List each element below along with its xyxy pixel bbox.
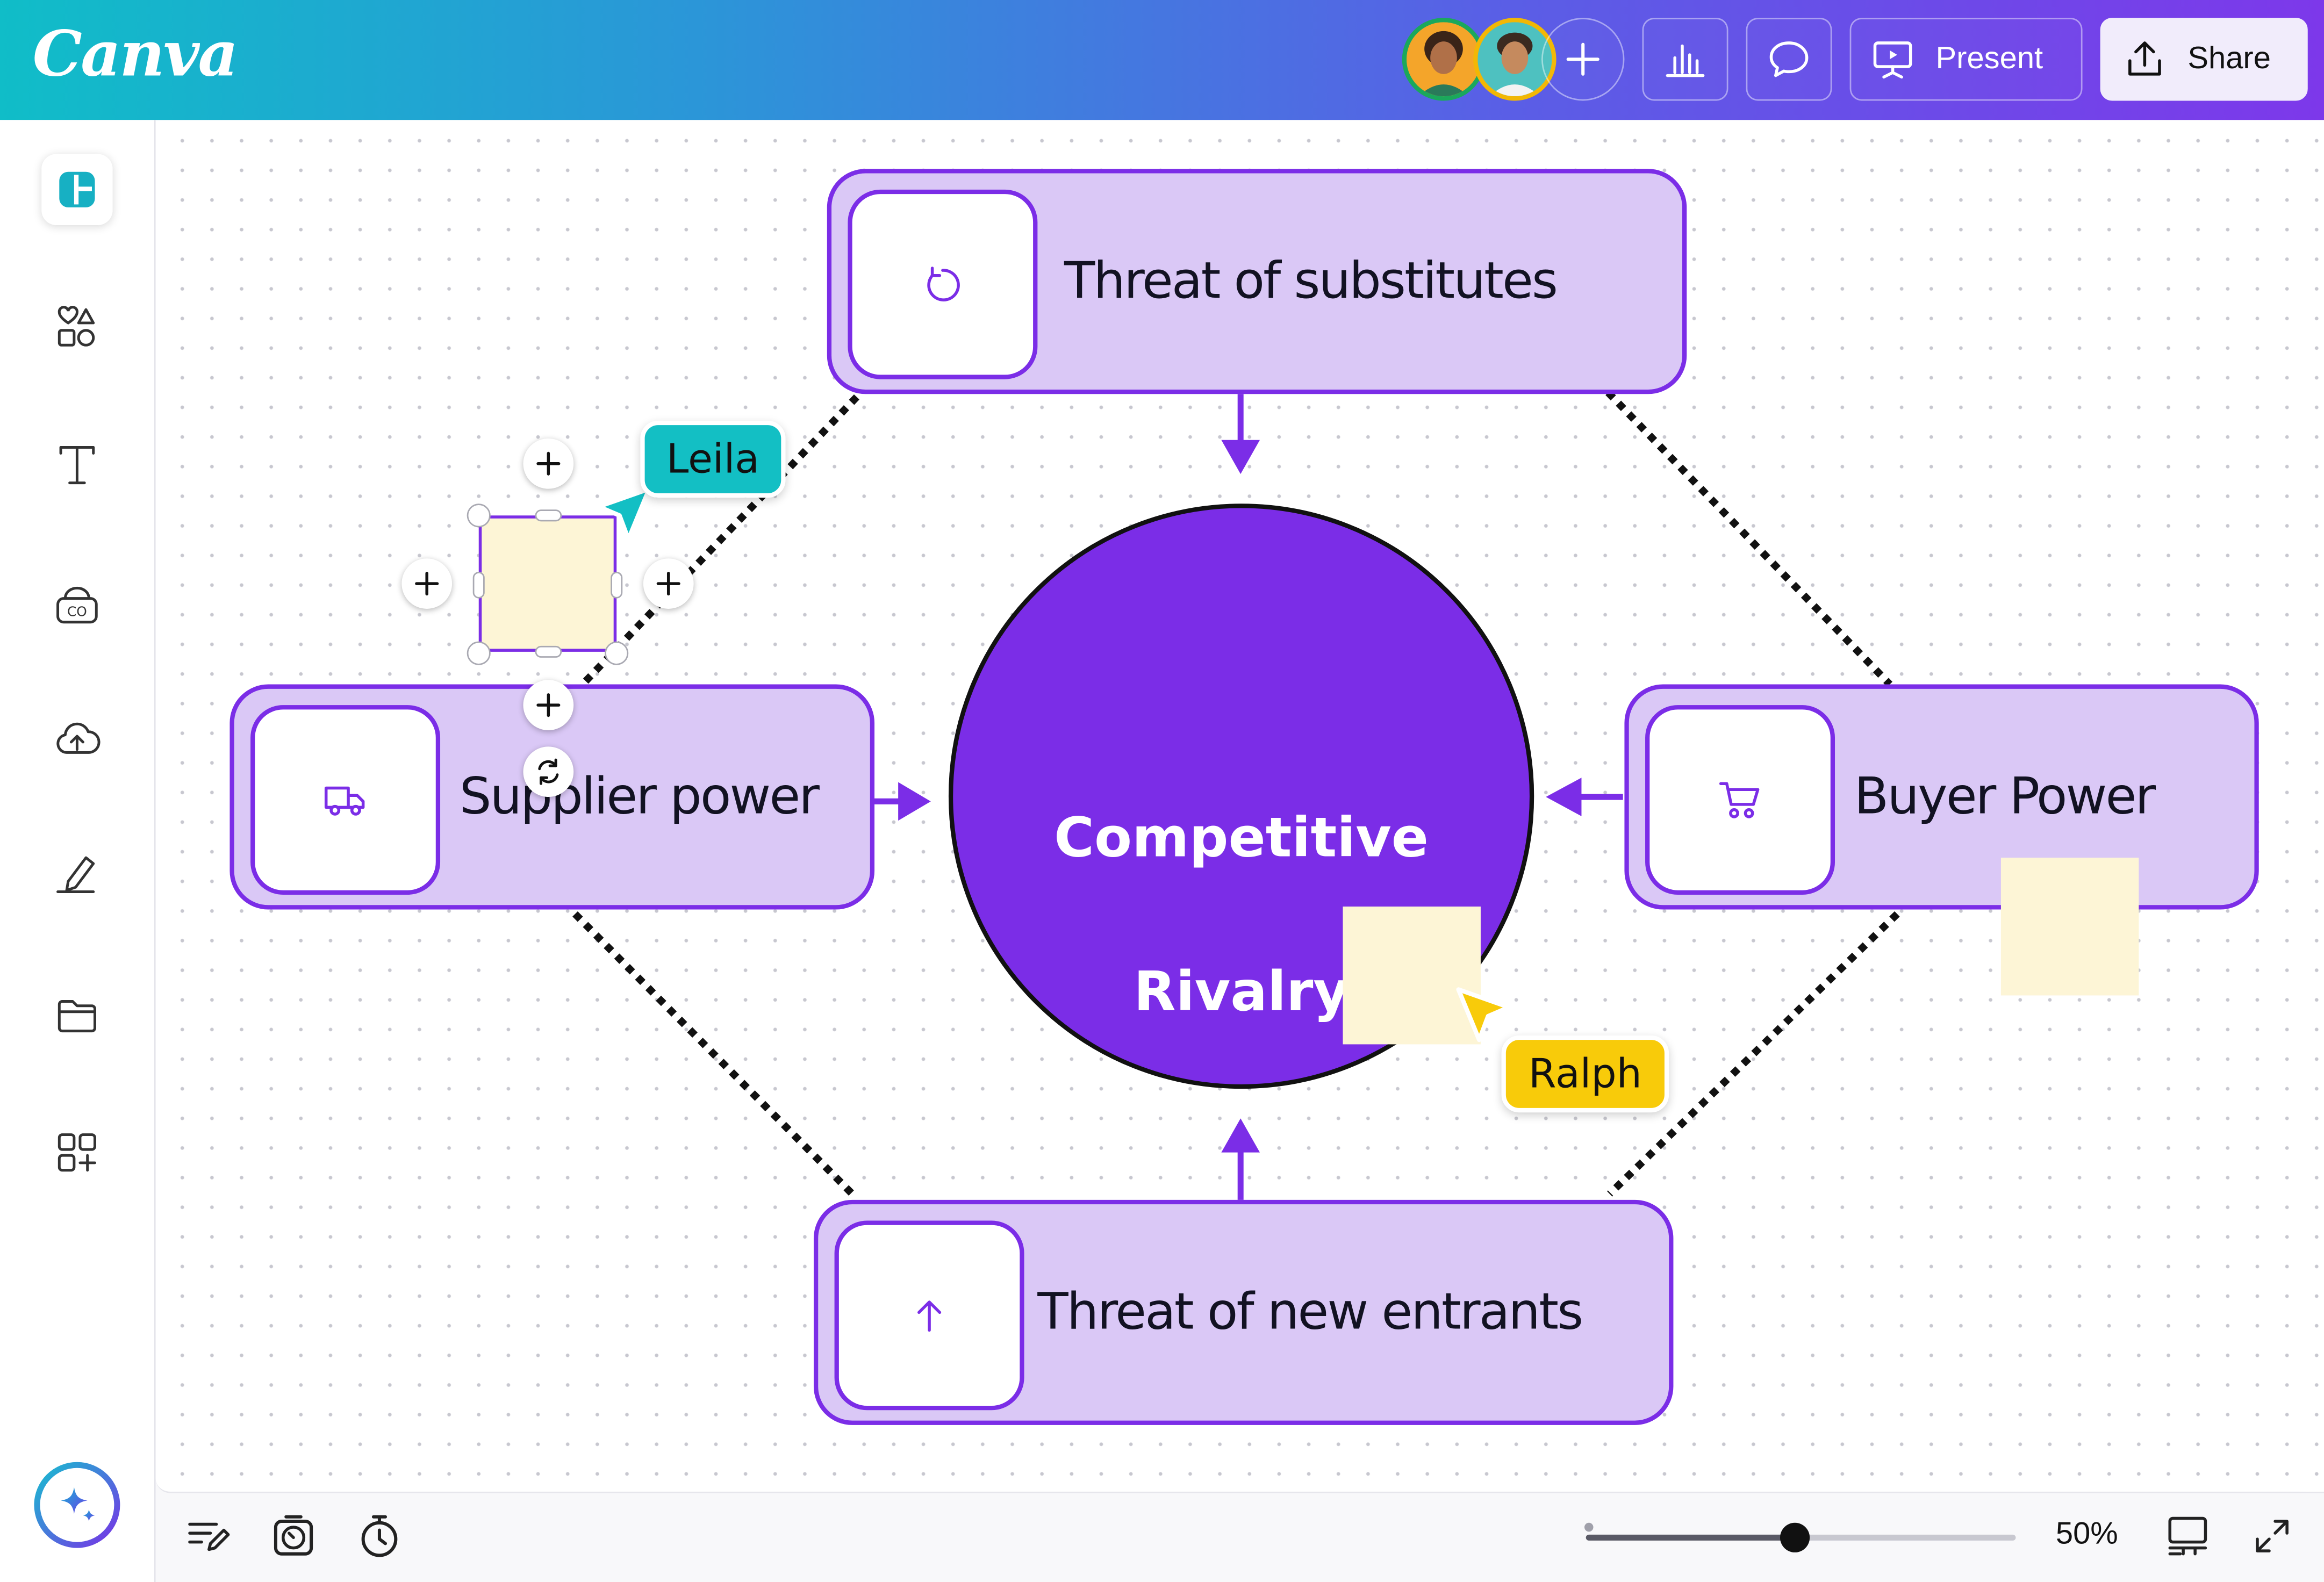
rotate-handle[interactable] [523,746,574,797]
cursor-pointer-icon [1456,987,1511,1042]
canva-logo[interactable]: Canva [32,18,239,91]
speech-bubble-icon [1769,41,1809,77]
fullscreen-expand-icon [2256,1520,2289,1552]
zoom-slider[interactable] [1584,1522,2016,1552]
stopwatch-button[interactable] [353,1508,406,1564]
rotate-icon [538,758,559,785]
sidebar-item-brand[interactable]: CO [45,572,110,637]
left-sidebar: CO [0,120,156,1582]
force-icon-tile [848,189,1038,379]
add-element-left-button[interactable] [401,558,453,609]
svg-text:CO: CO [67,604,87,620]
force-box-threat-of-substitutes[interactable]: Threat of substitutes [827,169,1687,394]
resize-handle[interactable] [611,572,623,599]
magic-button[interactable] [34,1462,120,1548]
sticky-note[interactable] [2000,858,2139,996]
notes-button[interactable] [181,1508,234,1564]
refresh-icon [927,267,960,301]
truck-icon [324,786,365,816]
resize-handle[interactable] [535,645,562,658]
add-collaborator-button[interactable] [1541,18,1625,101]
presentation-screen-icon [1873,41,1912,79]
draw-pen-icon [56,856,95,893]
resize-handle[interactable] [472,572,485,599]
sidebar-item-design[interactable] [41,154,113,226]
arrow-up-icon [917,1300,942,1332]
force-box-buyer-power[interactable]: Buyer Power [1624,684,2259,910]
force-box-threat-of-new-entrants[interactable]: Threat of new entrants [813,1199,1674,1425]
add-element-right-button[interactable] [643,558,694,609]
collaborator-cursor-label: Ralph [1501,1035,1669,1113]
plus-icon [415,572,439,596]
brand-icon: CO [56,586,98,624]
avatar[interactable] [1402,18,1486,101]
stopwatch-icon [361,1515,398,1557]
apps-grid-icon [58,1133,96,1172]
fullscreen-button[interactable] [2246,1508,2299,1564]
resize-handle[interactable] [535,509,562,522]
plus-icon [1566,42,1599,76]
timer-icon [274,1515,313,1556]
share-button[interactable]: Share [2100,18,2308,101]
comments-button[interactable] [1746,18,1832,101]
center-label-line-1: Competitive [1054,806,1429,870]
page-grid-view-icon [2168,1516,2207,1556]
top-toolbar: Canva Pres [0,0,2324,120]
plus-icon [536,451,561,476]
force-label: Supplier power [459,767,820,827]
cursor-pointer-icon [596,486,652,542]
force-label: Threat of new entrants [1037,1283,1583,1342]
force-icon-tile [1645,705,1835,895]
elements-shapes-icon [58,306,95,347]
timer-button[interactable] [267,1508,320,1564]
sidebar-item-elements[interactable] [45,295,110,360]
zoom-slider-fill [1586,1534,1795,1541]
sidebar-item-apps[interactable] [45,1120,110,1185]
uploads-cloud-icon [56,722,101,754]
insights-button[interactable] [1642,18,1728,101]
center-label-line-2: Rivalry [1134,960,1349,1024]
force-icon-tile [250,705,441,895]
plus-icon [536,693,561,717]
sidebar-item-projects[interactable] [45,982,110,1047]
zoom-slider-start-dot [1584,1522,1594,1532]
design-layout-icon [59,171,95,207]
present-button[interactable]: Present [1849,18,2083,101]
magic-sparkle-icon [61,1487,95,1522]
text-icon [59,446,95,485]
resize-handle[interactable] [605,641,629,665]
avatar[interactable] [1473,18,1556,101]
resize-handle[interactable] [467,641,491,665]
sticky-note[interactable] [1343,907,1481,1045]
zoom-slider-thumb[interactable] [1780,1522,1810,1552]
resize-handle[interactable] [467,504,491,528]
force-label: Buyer Power [1854,767,2156,827]
share-label: Share [2187,41,2271,76]
sidebar-item-draw[interactable] [45,842,110,907]
force-icon-tile [834,1220,1024,1411]
notes-icon [188,1522,230,1551]
plus-icon [656,572,680,596]
page-view-button[interactable] [2161,1508,2214,1564]
add-element-bottom-button[interactable] [523,680,574,731]
shopping-cart-icon [1719,782,1760,818]
collaborator-cursor-label: Leila [640,420,786,498]
bar-chart-icon [1666,44,1705,77]
add-element-top-button[interactable] [523,438,574,489]
sidebar-item-text[interactable] [45,433,110,498]
zoom-percentage[interactable]: 50% [2055,1516,2118,1551]
present-label: Present [1935,41,2043,76]
sidebar-item-uploads[interactable] [45,705,110,770]
share-upload-icon [2128,41,2161,76]
projects-folder-icon [58,999,96,1033]
force-label: Threat of substitutes [1064,251,1558,311]
center-label: Competitive Rivalry [949,723,1534,1108]
